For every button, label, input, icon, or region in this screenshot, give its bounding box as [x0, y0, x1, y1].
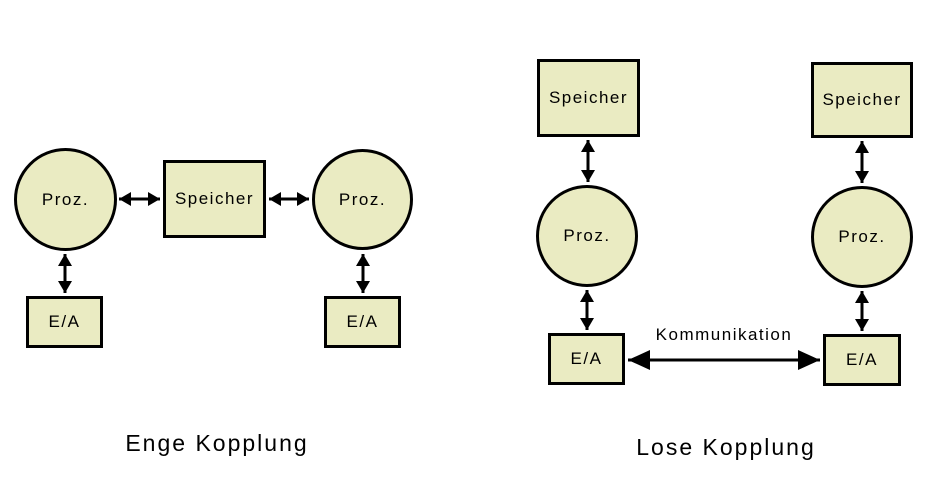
node-label: Proz. — [338, 189, 387, 209]
node-speicher-left-lose: Speicher — [537, 59, 640, 137]
node-proc-right-enge: Proz. — [312, 149, 413, 250]
node-label: E/A — [48, 312, 81, 331]
node-speicher-right-lose: Speicher — [811, 62, 913, 138]
title-enge-kopplung: Enge Kopplung — [125, 430, 309, 456]
node-speicher-enge: Speicher — [163, 160, 266, 238]
node-label: Proz. — [41, 189, 90, 209]
title-lose-kopplung: Lose Kopplung — [636, 434, 816, 460]
node-label: Proz. — [563, 226, 611, 245]
node-label: E/A — [846, 350, 878, 369]
node-proc-left-lose: Proz. — [536, 185, 638, 287]
node-label: Proz. — [838, 227, 886, 246]
node-proc-right-lose: Proz. — [811, 186, 913, 288]
node-label: Speicher — [822, 90, 902, 109]
node-proc-left-enge: Proz. — [14, 148, 117, 251]
node-ea-right-enge: E/A — [324, 296, 401, 348]
node-ea-left-lose: E/A — [548, 333, 625, 385]
node-label: Speicher — [548, 88, 629, 107]
node-ea-left-enge: E/A — [26, 296, 103, 348]
node-label: E/A — [570, 349, 603, 368]
node-label: Speicher — [174, 189, 255, 208]
node-label: E/A — [346, 312, 379, 331]
node-ea-right-lose: E/A — [823, 334, 901, 386]
label-kommunikation: Kommunikation — [655, 325, 793, 344]
